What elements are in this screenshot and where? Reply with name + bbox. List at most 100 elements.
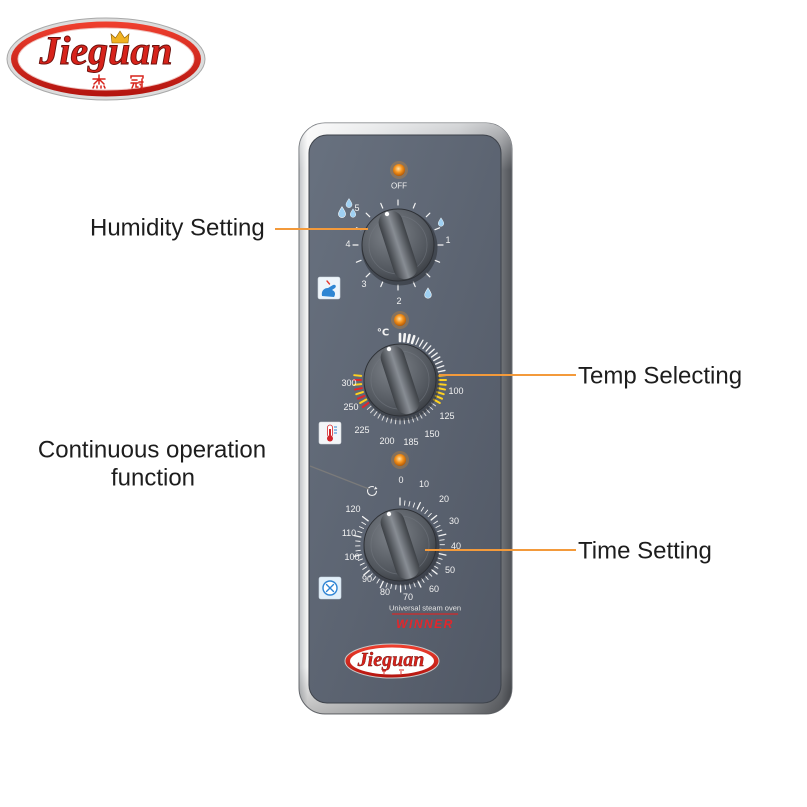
time-dial-tick [433, 520, 439, 525]
time-indicator-led [394, 454, 406, 466]
time-dial-tick [355, 549, 361, 552]
humidity-dial-tick [365, 212, 371, 218]
time-dial-tick [437, 557, 443, 560]
logo-chinese-mark [92, 74, 144, 90]
badge-inner [350, 647, 434, 675]
dial-label: 50 [445, 565, 455, 575]
temp-dial-tick [415, 337, 420, 346]
dial-label: 40 [451, 541, 461, 551]
temp-dial-tick [402, 332, 407, 343]
time-dial-tick [435, 561, 441, 565]
time-dial-tick [430, 568, 438, 575]
water-drop-icon [437, 217, 445, 227]
temp-dial-tick [361, 401, 370, 409]
time-dial-tick [359, 562, 365, 566]
logo-wordmark: Jieguan [38, 28, 172, 73]
time-dial-tick [376, 578, 380, 584]
dial-label: 250 [343, 402, 358, 412]
time-dial-tick [430, 514, 438, 521]
humidity-mode-icon [317, 276, 341, 300]
temp-dial-tick [355, 391, 364, 396]
water-drop-icon [338, 198, 445, 299]
crown-icon [110, 30, 130, 44]
temp-dial-tick [415, 415, 419, 421]
dial-label: 100 [448, 386, 463, 396]
knob-indicator-dot [384, 211, 390, 217]
time-dial-tick [412, 502, 416, 508]
temp-dial-tick [434, 394, 444, 400]
water-drop-icon [345, 198, 353, 208]
continuous-loop [366, 485, 378, 497]
time-dial-tick [417, 580, 422, 588]
temp-dial-ticks [353, 332, 447, 425]
humidity-dial-tick [365, 272, 371, 278]
time-dial-tick [359, 526, 365, 529]
temp-dial-tick [437, 387, 446, 391]
continuous-arrow [374, 486, 378, 490]
time-dial-tick [361, 521, 367, 525]
temp-dial-tick [359, 398, 368, 404]
time-knob[interactable] [363, 508, 440, 586]
temperature-knob[interactable] [363, 343, 440, 421]
callout-continuous-label-line1: Continuous operation [38, 437, 266, 464]
humidity-knob[interactable] [361, 208, 438, 286]
logo-chinese-glyph-2 [130, 75, 144, 90]
knob-indicator-dot [386, 511, 392, 517]
time-dial-tick [416, 501, 421, 510]
continuous-operation-icon [366, 485, 378, 497]
dial-label: 5 [354, 203, 359, 213]
dial-label: 200 [379, 436, 394, 446]
temp-dial-tick [437, 383, 447, 386]
thermometer-scale [334, 426, 337, 434]
dial-label: 110 [342, 528, 356, 538]
dial-label: 3 [361, 279, 366, 289]
time-dial-tick [357, 530, 363, 534]
time-dial-tick [362, 566, 367, 570]
temp-dial-tick [353, 383, 363, 386]
dial-label: 2 [396, 296, 401, 306]
time-dial-tick [420, 506, 425, 512]
time-dial-tick [433, 565, 439, 569]
temp-dial-tick [406, 333, 411, 344]
thermometer-mercury [329, 429, 331, 437]
temp-dial-tick [411, 416, 415, 423]
dial-label: 30 [449, 516, 459, 526]
temp-dial-tick [428, 405, 434, 410]
temp-dial-tick [430, 352, 438, 358]
time-dial-tick [435, 525, 441, 528]
brand-logo: Jieguan [6, 17, 206, 101]
callout-time-label: Time Setting [578, 538, 712, 565]
callout-temp: Temp Selecting [439, 363, 742, 390]
humidity-dial-tick [425, 212, 431, 218]
humidity-dial-tick [434, 227, 441, 231]
dial-label: 4 [345, 239, 350, 249]
panel-badge-logo: Jieguan [344, 643, 440, 679]
time-dial-tick [363, 569, 370, 576]
time-dial-tick [408, 583, 411, 589]
badge-wordmark: Jieguan [357, 649, 425, 671]
temp-dial-tick [436, 391, 445, 396]
humidity-dial-tick [355, 259, 362, 263]
fan-blades [325, 583, 335, 593]
dial-label: 10 [419, 479, 429, 489]
temp-dial-tick [425, 345, 432, 352]
temp-dial-tick [366, 405, 372, 410]
time-dial-ticks [353, 497, 447, 593]
temp-dial-tick [410, 334, 416, 345]
spray-mark-icon [326, 280, 331, 285]
thermometer-bulb [327, 435, 333, 442]
temp-dial-tick [431, 402, 437, 407]
temperature-dial: °C 300 250 225 200 185 150 125 100 [318, 311, 464, 447]
time-dial-tick [421, 578, 425, 583]
dial-label: 225 [354, 425, 369, 435]
knob-indicator-dot [386, 346, 392, 352]
callout-temp-label: Temp Selecting [578, 363, 742, 390]
water-drop-icon [349, 208, 357, 218]
dial-label: 90 [362, 574, 372, 584]
callout-humidity: Humidity Setting [90, 215, 368, 242]
time-dial-tick [357, 558, 363, 561]
humidity-dial-ticks [352, 199, 444, 291]
temp-dial-tick [390, 417, 393, 424]
time-dial-tick [361, 515, 369, 522]
temp-dial-tick [436, 365, 445, 369]
